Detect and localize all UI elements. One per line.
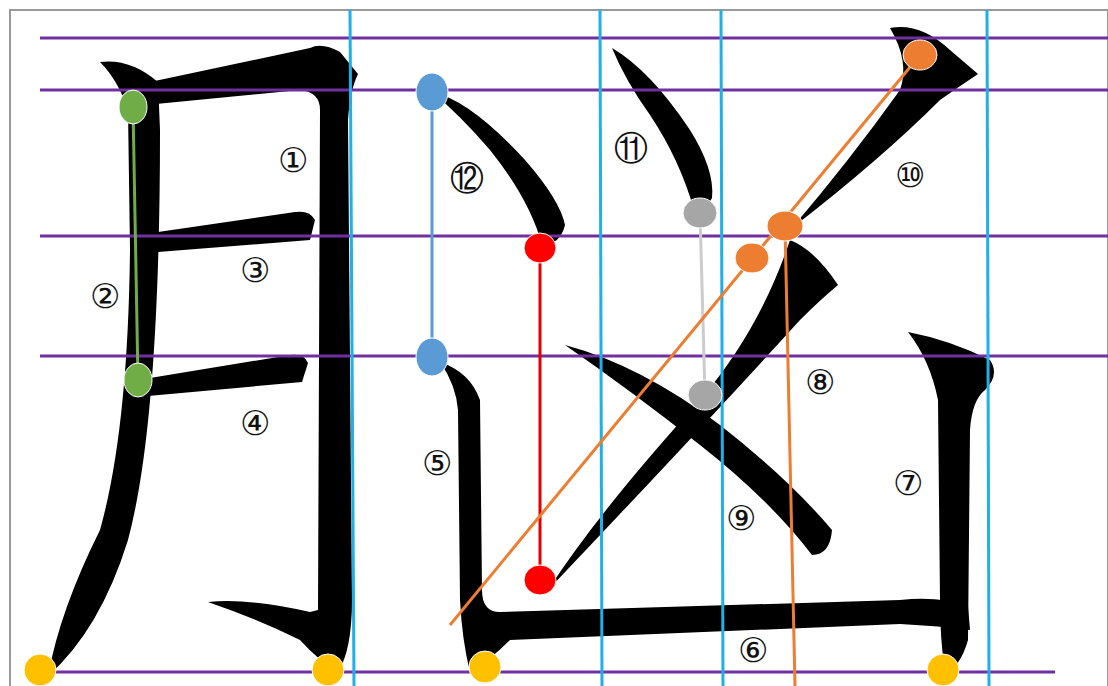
callout-number: ⑧	[804, 364, 836, 400]
callout-number: ②	[89, 278, 121, 314]
callout-number: ⑥	[737, 632, 769, 668]
callout-number: ④	[239, 405, 271, 441]
callout-number: ③	[239, 252, 271, 288]
column-lines	[350, 10, 989, 686]
callout-number: ⑪	[613, 130, 649, 166]
guide-lines	[40, 38, 1108, 672]
callout-number: ⑩	[894, 157, 926, 193]
callout-number: ⑦	[892, 465, 924, 501]
callout-number: ⑤	[421, 445, 453, 481]
callout-number: ⑨	[725, 500, 757, 536]
frame	[10, 10, 1108, 686]
callout-number: ⑫	[449, 160, 485, 196]
glyph-strokes	[48, 27, 994, 676]
callout-number: ①	[277, 142, 309, 178]
